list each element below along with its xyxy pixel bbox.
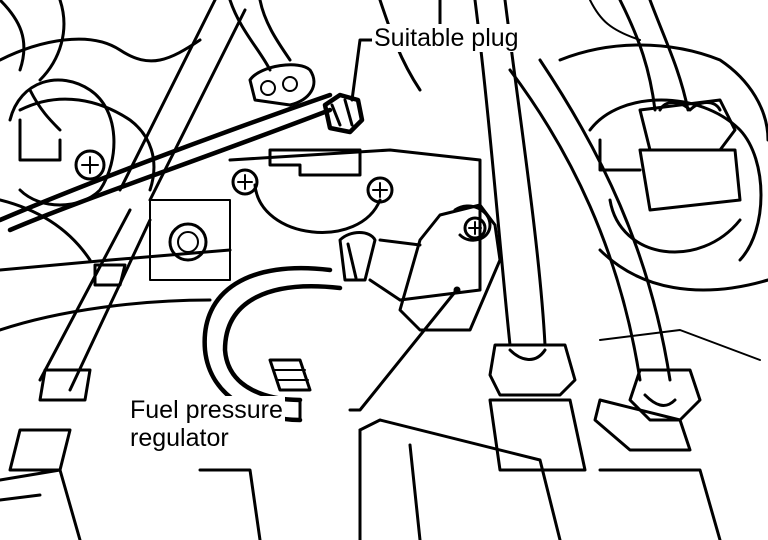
injector-connector-top-right — [608, 98, 742, 254]
left-hoses — [0, 0, 333, 540]
connector-lower-right — [593, 368, 702, 452]
suitable-plug-leader — [350, 38, 377, 102]
connector-lower-middle — [488, 343, 587, 472]
right-hoses — [473, 0, 690, 382]
fuel-pressure-regulator-label-line2: regulator — [130, 424, 229, 452]
hose-clamp-top — [228, 0, 316, 107]
fuel-pressure-regulator — [338, 203, 502, 332]
left-sensor — [8, 78, 116, 207]
lower-housing — [198, 418, 722, 540]
center-bracket — [231, 148, 394, 234]
right-sensor — [588, 98, 763, 262]
hose-clip-small — [268, 358, 312, 392]
suitable-plug — [322, 92, 365, 135]
fuel-pressure-regulator-label: Fuel pressure regulator — [128, 396, 285, 452]
regulator-leader — [348, 290, 457, 412]
bolt-left — [168, 222, 208, 262]
fuel-pressure-regulator-label-line1: Fuel pressure — [130, 396, 283, 424]
suitable-plug-label: Suitable plug — [372, 24, 521, 52]
